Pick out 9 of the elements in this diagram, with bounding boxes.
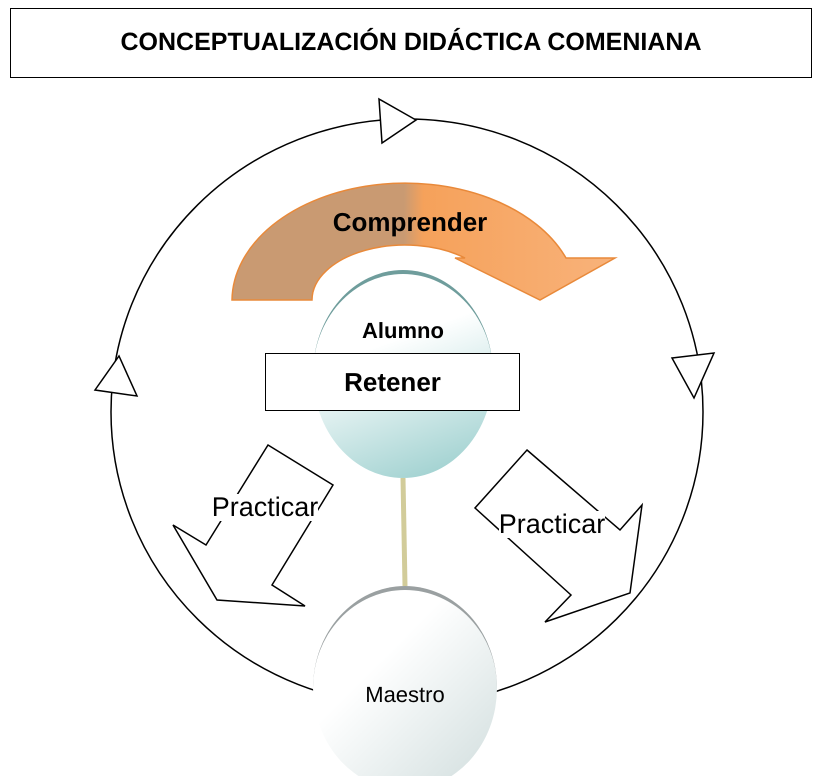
title-box: CONCEPTUALIZACIÓN DIDÁCTICA COMENIANA — [10, 8, 812, 78]
node-label: Practicar — [212, 494, 318, 521]
node-label: Retener — [344, 366, 441, 398]
node-label: Practicar — [498, 511, 606, 538]
connector-line — [400, 478, 408, 586]
node-label: Alumno — [362, 317, 444, 345]
label-box — [265, 353, 520, 411]
node-label: Comprender — [332, 206, 488, 239]
node-label: Maestro — [365, 681, 445, 709]
